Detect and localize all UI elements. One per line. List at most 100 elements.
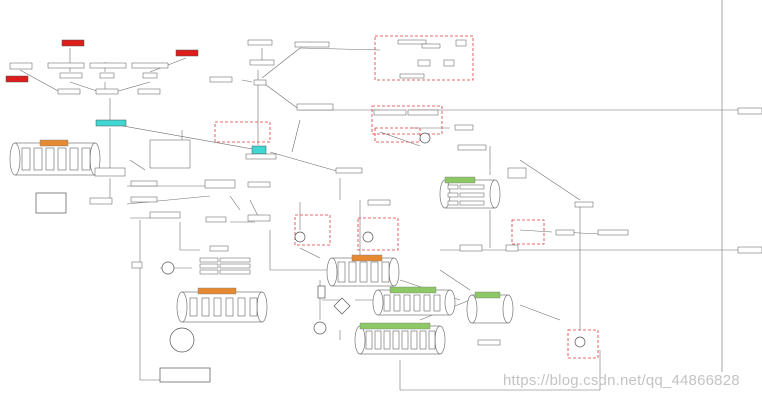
box-45: [131, 261, 143, 269]
box-15: [247, 39, 273, 46]
cylinder-right-left-cap: [466, 294, 478, 324]
cylinder-center-left-cap: [326, 257, 338, 287]
cylinder-center-cell-1: [348, 261, 357, 283]
box-21: [397, 39, 427, 45]
cylinder-green-1-header: [389, 286, 437, 294]
cylinder-top-left-cell-2: [45, 147, 55, 171]
circle-node-3: [294, 231, 306, 243]
box-37: [247, 181, 271, 188]
cylinder-mid-left-cell-4: [237, 297, 246, 317]
cylinder-center-right-cap: [388, 257, 400, 287]
box-17: [209, 76, 233, 83]
box-3: [9, 62, 33, 70]
cylinder-groups: [9, 139, 514, 355]
connector-4: [19, 69, 61, 93]
dashed-group-0: [374, 35, 474, 81]
cylinder-green-2-cell-1: [374, 330, 382, 350]
connector-60: [129, 159, 146, 171]
box-41: [204, 179, 236, 189]
box-62: [459, 192, 485, 198]
cylinder-green-1: [372, 286, 456, 316]
box-49: [219, 257, 251, 263]
cylinder-right-header: [474, 291, 501, 299]
box-30: [457, 144, 487, 151]
cylinder-green-2-cell-4: [401, 330, 409, 350]
box-63: [447, 200, 459, 206]
cylinder-green-2-cell-7: [428, 330, 436, 350]
cylinder-right-right-cap: [502, 294, 514, 324]
box-18: [253, 79, 267, 86]
box-7: [59, 72, 83, 79]
cylinder-top-left-cell-5: [81, 147, 91, 171]
cylinder-mid-left-cell-5: [249, 297, 258, 317]
box-51: [219, 269, 251, 275]
box-0: [61, 39, 85, 47]
dashed-group-4: [294, 214, 331, 246]
box-13: [95, 119, 127, 127]
misc-shapes: [35, 132, 586, 383]
box-24: [399, 73, 425, 79]
connector-7: [114, 81, 151, 93]
cylinder-top-left: [9, 139, 101, 176]
cylinder-top-left-cell-3: [57, 147, 67, 171]
connector-44: [519, 159, 581, 201]
connector-23: [299, 47, 381, 51]
boxes: [5, 39, 762, 346]
box-64: [459, 200, 485, 206]
cylinder-top-left-cell-0: [21, 147, 31, 171]
box-55: [555, 229, 575, 236]
box-60: [459, 184, 485, 190]
cylinder-green-1-left-cap: [372, 289, 384, 316]
cylinder-center-cell-0: [337, 261, 346, 283]
box-57: [574, 201, 594, 208]
box-11: [95, 88, 119, 95]
watermark: https://blog.csdn.net/qq_44866828: [503, 372, 740, 389]
connector-58: [291, 119, 301, 153]
box-42: [149, 211, 181, 219]
box-9: [142, 72, 158, 79]
cylinder-mid-left-cell-1: [201, 297, 210, 317]
box-23: [455, 39, 467, 47]
box-47: [199, 263, 219, 269]
box-53: [459, 244, 483, 252]
box-43: [205, 216, 227, 223]
cylinder-mid-left-right-cap: [256, 291, 268, 323]
box-1: [175, 49, 199, 57]
box-19: [294, 41, 330, 48]
box-14: [251, 145, 267, 155]
box-4: [47, 62, 85, 69]
cylinder-green-1-cell-3: [413, 294, 421, 312]
doc-shape-left: [35, 192, 67, 214]
cylinder-upper-right-header: [444, 176, 476, 184]
cylinder-right: [466, 291, 514, 324]
connector-28: [379, 131, 421, 147]
box-66: [94, 167, 126, 177]
cylinder-top-left-cell-4: [69, 147, 79, 171]
cylinder-right-body: [471, 294, 509, 324]
cylinder-mid-left-cell-0: [189, 297, 198, 317]
connector-43: [519, 229, 553, 233]
connector-10: [111, 123, 259, 151]
box-33: [507, 167, 527, 179]
box-40: [89, 197, 113, 205]
connector-47: [439, 269, 471, 291]
cylinder-center-cell-3: [370, 261, 379, 283]
connector-5: [69, 81, 101, 93]
connector-48: [519, 304, 561, 321]
dashed-groups: [214, 35, 599, 359]
connector-20: [261, 47, 301, 79]
box-5: [89, 62, 127, 69]
cylinder-green-1-cell-2: [403, 294, 411, 312]
cylinder-green-1-right-cap: [444, 289, 456, 316]
cylinder-top-left-left-cap: [9, 142, 21, 176]
cylinder-mid-left-left-cap: [176, 291, 188, 323]
box-35: [335, 167, 363, 174]
circle-node-6: [574, 336, 586, 348]
box-61: [447, 192, 459, 198]
cylinder-top-left-header: [39, 139, 69, 147]
circle-node-4: [362, 231, 374, 243]
cylinder-upper-right-right-cap: [489, 179, 501, 209]
cylinder-green-2-header: [359, 322, 431, 330]
box-50: [219, 263, 251, 269]
